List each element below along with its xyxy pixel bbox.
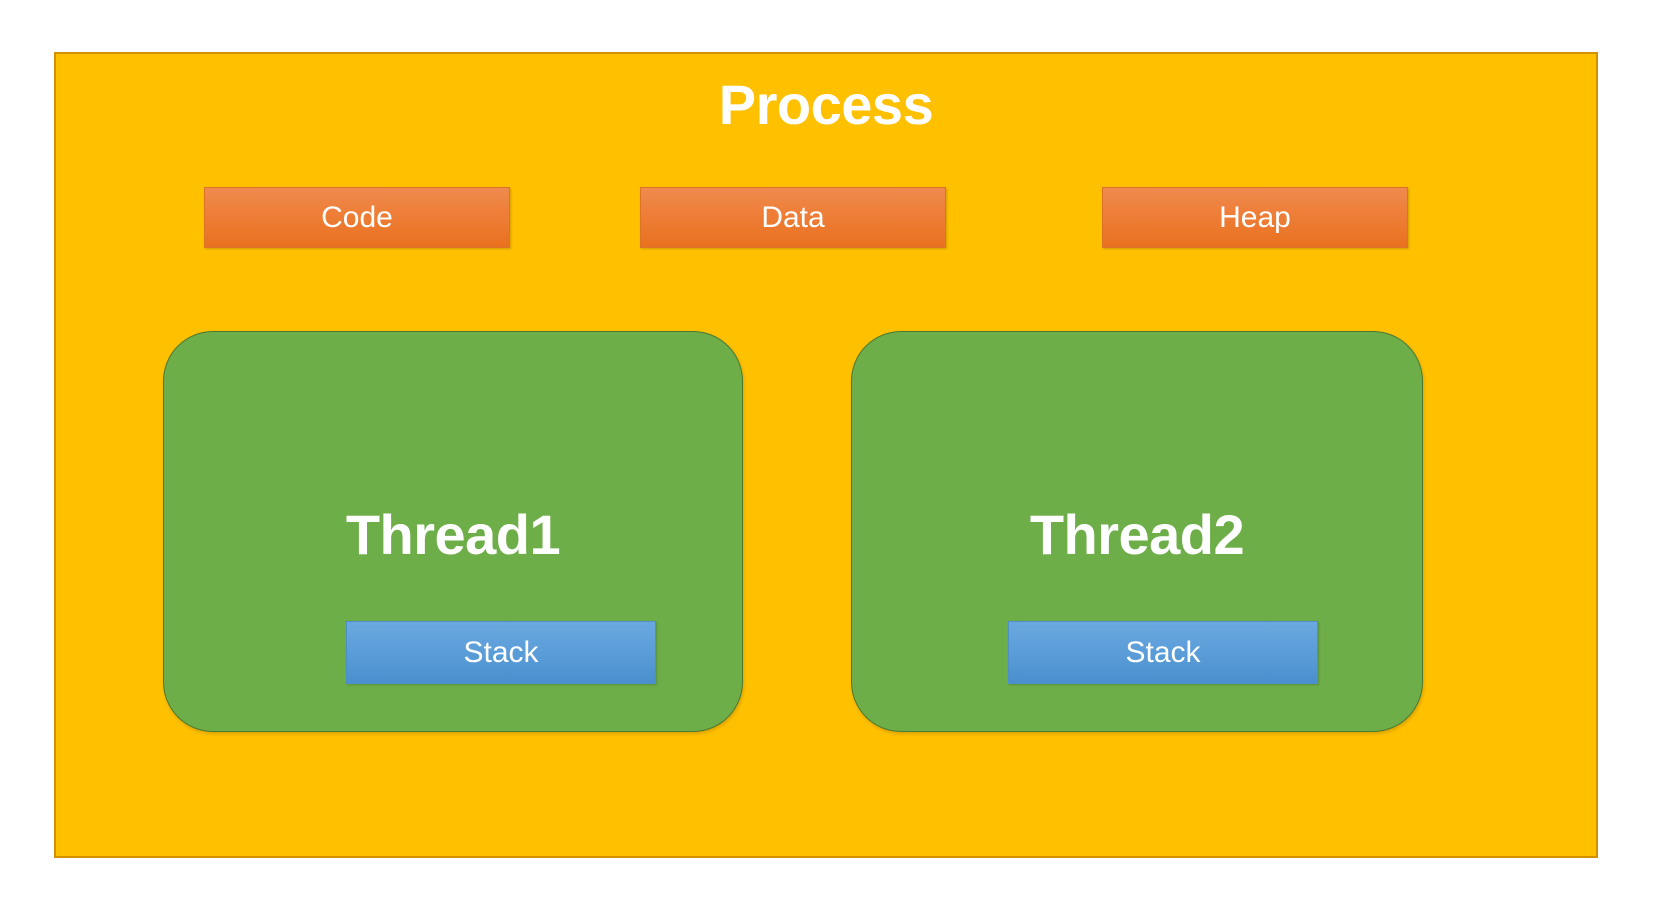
process-title: Process bbox=[718, 73, 934, 136]
process-container: Process Code Data Heap Thread1 Stack Thr… bbox=[54, 52, 1598, 858]
memory-segment-code: Code bbox=[204, 187, 510, 248]
thread-title-2: Thread2 bbox=[1029, 503, 1245, 566]
thread-stack-2-label: Stack bbox=[1125, 635, 1201, 669]
memory-segment-heap-label: Heap bbox=[1219, 200, 1291, 234]
thread-stack-1-label: Stack bbox=[463, 635, 539, 669]
thread-stack-1: Stack bbox=[346, 621, 656, 684]
thread-title-1: Thread1 bbox=[345, 503, 561, 566]
thread-stack-2: Stack bbox=[1008, 621, 1318, 684]
memory-segment-code-label: Code bbox=[321, 200, 393, 234]
memory-segment-data-label: Data bbox=[761, 200, 825, 234]
thread-box-2: Thread2 Stack bbox=[851, 331, 1423, 732]
thread-box-1: Thread1 Stack bbox=[163, 331, 743, 732]
memory-segment-heap: Heap bbox=[1102, 187, 1408, 248]
memory-segment-data: Data bbox=[640, 187, 946, 248]
